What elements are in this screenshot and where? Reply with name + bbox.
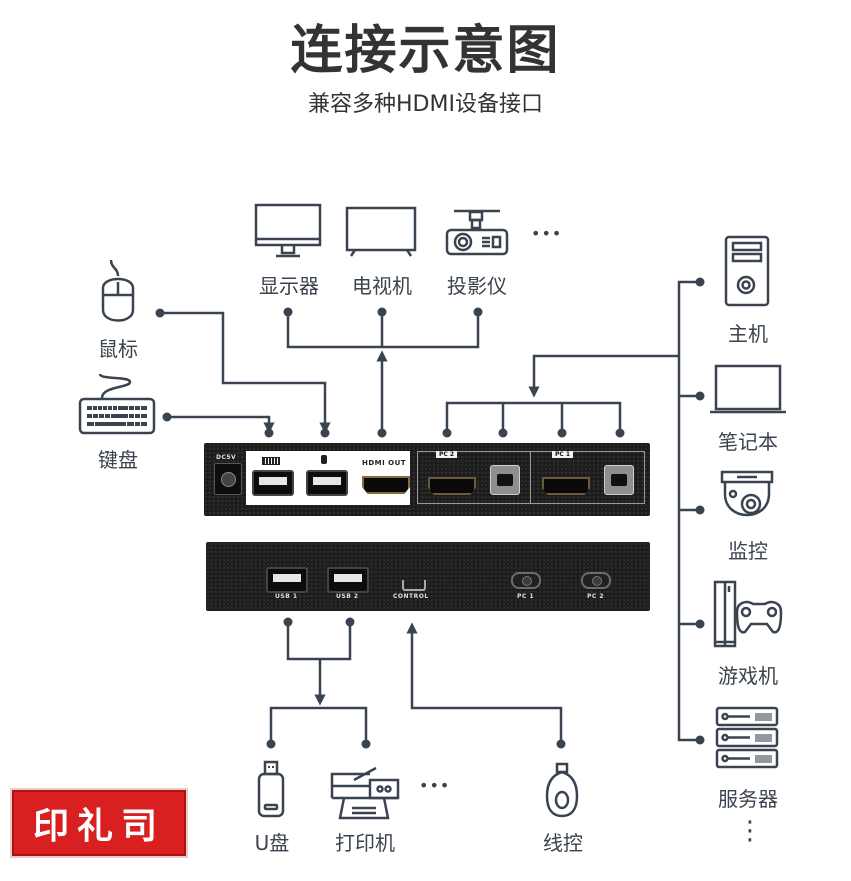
pc2-front-label: PC 2 <box>587 593 605 600</box>
label-usb-drive: U盘 <box>254 831 290 855</box>
mouse-icon <box>101 259 135 322</box>
pc1-hdmi-port <box>542 477 590 495</box>
usb-drive-icon <box>257 760 285 818</box>
dc-label: DC5V <box>216 454 237 461</box>
pc1-rear-label: PC 1 <box>552 451 574 458</box>
usb2-port <box>327 567 369 593</box>
printer-icon <box>330 766 400 820</box>
desktop-tower-icon <box>724 235 770 307</box>
label-printer: 打印机 <box>335 831 395 855</box>
control-label: CONTROL <box>393 593 429 600</box>
registered-mark: ® <box>164 792 174 803</box>
computers-more: ⋮ <box>737 816 763 846</box>
label-game-console: 游戏机 <box>718 664 778 688</box>
hdmi-out-port <box>362 476 410 494</box>
label-desktop: 主机 <box>728 322 768 346</box>
wire-pc-bus <box>445 401 622 433</box>
label-monitor: 显示器 <box>259 274 319 298</box>
security-camera-icon <box>720 470 774 517</box>
usb2-label: USB 2 <box>336 593 359 600</box>
pc1-usb-b-port <box>604 465 634 495</box>
label-tv: 电视机 <box>352 274 412 298</box>
dc-power-port <box>214 463 242 495</box>
pc2-usb-b-port <box>490 465 520 495</box>
label-mouse: 鼠标 <box>98 337 138 361</box>
projector-icon <box>445 209 509 256</box>
label-camera: 监控 <box>728 539 768 563</box>
label-server: 服务器 <box>718 787 778 811</box>
usb1-label: USB 1 <box>275 593 298 600</box>
kvm-rear-panel: DC5V HDMI OUT PC 2 PC 1 <box>204 443 650 516</box>
wire-usb-bus <box>286 622 352 661</box>
page-subtitle: 兼容多种HDMI设备接口 <box>308 92 543 117</box>
pc2-hdmi-port <box>428 477 476 495</box>
pc1-switch-button[interactable] <box>511 572 541 589</box>
kvm-front-panel: USB 1 USB 2 CONTROL PC 1 PC 2 <box>206 542 650 611</box>
pc1-section <box>530 451 645 504</box>
hdmi-out-label: HDMI OUT <box>362 459 407 467</box>
wire-to-kvm <box>528 354 679 398</box>
label-wired-control: 线控 <box>543 831 583 855</box>
displays-more: ••• <box>531 224 563 243</box>
usb1-port <box>266 567 308 593</box>
brand-logo: 印礼司 <box>12 790 186 856</box>
page-title: 连接示意图 <box>290 21 561 81</box>
mouse-usb-port <box>306 470 348 496</box>
game-console-icon <box>713 580 783 648</box>
keyboard-port-icon <box>262 457 280 465</box>
pc2-switch-button[interactable] <box>581 572 611 589</box>
wire-usb-devices <box>269 706 368 744</box>
mouse-port-icon <box>321 455 327 464</box>
label-laptop: 笔记本 <box>718 430 778 454</box>
wire-control <box>406 622 563 744</box>
tv-icon <box>345 206 417 257</box>
pc1-front-label: PC 1 <box>517 593 535 600</box>
wire-keyboard <box>167 415 275 434</box>
label-keyboard: 键盘 <box>98 448 138 472</box>
keyboard-usb-port <box>252 470 294 496</box>
label-projector: 投影仪 <box>447 274 507 298</box>
wire-mouse <box>160 311 331 434</box>
server-rack-icon <box>715 706 779 769</box>
monitor-icon <box>254 203 322 258</box>
pc2-rear-label: PC 2 <box>436 451 458 458</box>
wired-remote-icon <box>545 762 579 818</box>
control-port <box>402 580 426 591</box>
usb-devices-more: ••• <box>419 776 451 795</box>
keyboard-icon <box>78 373 156 435</box>
laptop-icon <box>710 364 786 414</box>
